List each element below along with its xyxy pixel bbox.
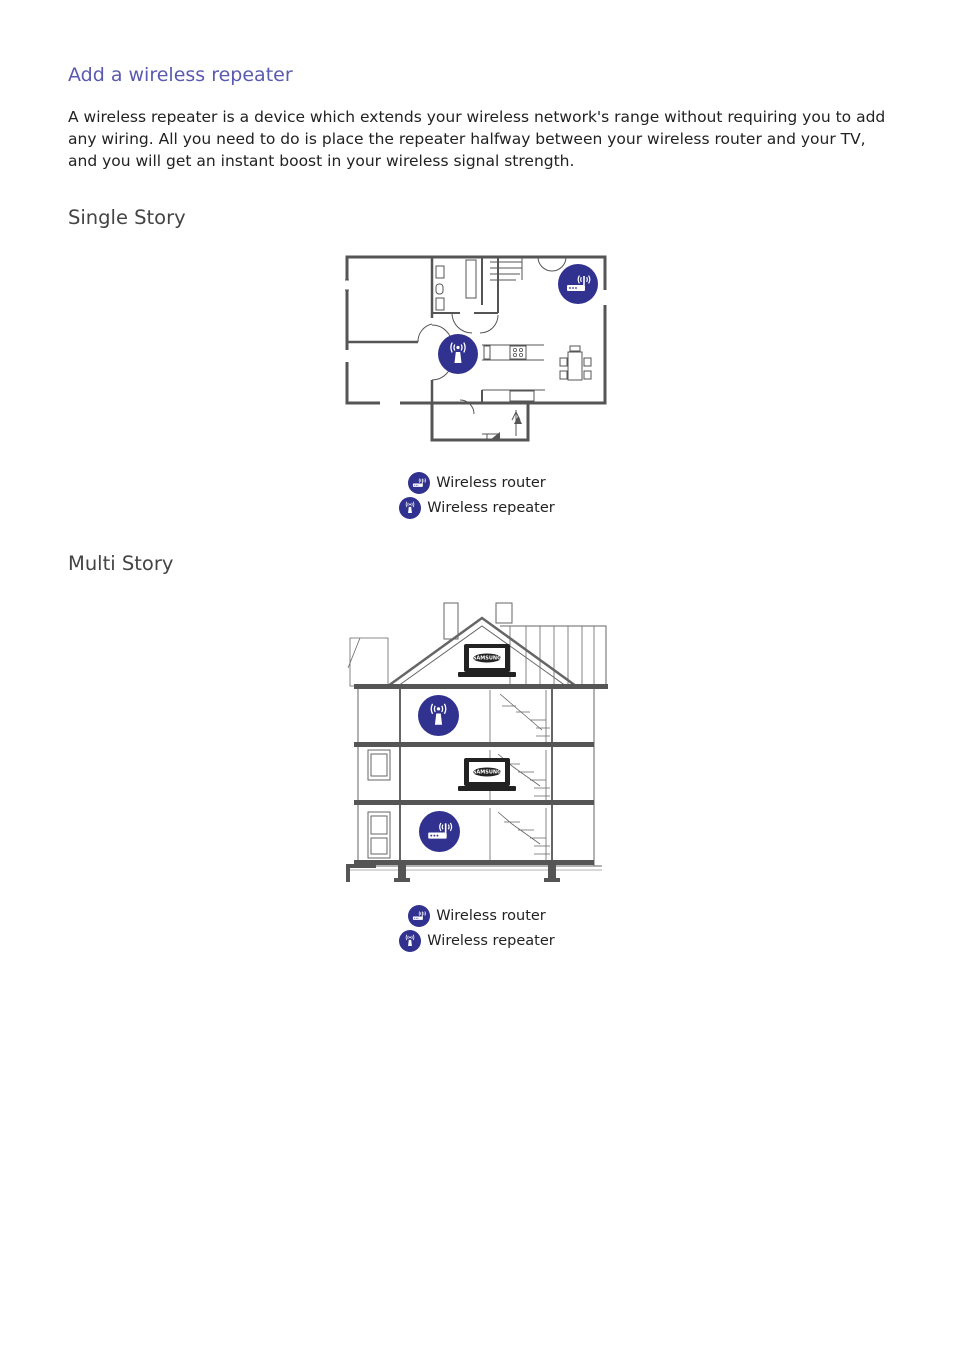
legend-item-wireless-repeater: Wireless repeater [300,928,654,953]
tv-brand-logo: SAMSUNG [473,656,501,662]
tv-middle-floor: SAMSUNG [458,758,516,791]
house-router-icon [419,811,460,852]
multi-story-title: Multi Story [68,552,174,575]
tv-brand-logo: SAMSUNG [473,770,501,776]
wireless-repeater-icon [399,497,421,519]
tv-top-floor: SAMSUNG [458,644,516,677]
wireless-repeater-icon [399,930,421,952]
floor-plan-router-icon [558,264,598,304]
wireless-router-icon [408,905,430,927]
single-story-title: Single Story [68,206,186,229]
multi-story-house-section: SAMSUNG SAMSUNG [346,602,608,882]
wireless-router-icon [408,472,430,494]
legend-label: Wireless router [436,474,546,491]
intro-paragraph: A wireless repeater is a device which ex… [68,108,886,170]
legend-item-wireless-router: Wireless router [300,470,654,495]
house-repeater-icon [418,695,459,736]
single-story-floor-plan [345,255,607,442]
legend-label: Wireless router [436,907,546,924]
multi-story-legend: Wireless router Wireless repeater [300,903,654,953]
legend-label: Wireless repeater [427,499,555,516]
single-story-legend: Wireless router Wireless repeater [300,470,654,520]
legend-item-wireless-repeater: Wireless repeater [300,495,654,520]
floor-plan-repeater-icon [438,334,478,374]
legend-item-wireless-router: Wireless router [300,903,654,928]
section-title: Add a wireless repeater [68,64,293,86]
legend-label: Wireless repeater [427,932,555,949]
